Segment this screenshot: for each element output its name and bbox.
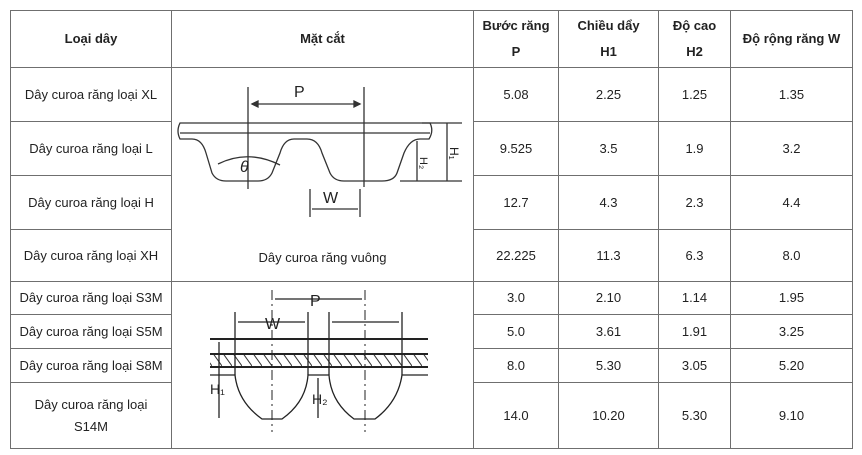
cell-h1: 4.3 xyxy=(558,175,659,230)
row-type: Dây curoa răng loại XH xyxy=(10,229,172,282)
label-p: P xyxy=(310,293,321,310)
row-type: Dây curoa răng loại S5M xyxy=(10,314,172,349)
round-diagram-cell: P W H₁ H₂ xyxy=(171,281,474,449)
table-row: Dây curoa răng loại XH 22.225 11.3 6.3 8… xyxy=(10,229,853,282)
cell-h1: 2.10 xyxy=(558,281,659,315)
trapezoid-belt-diagram: P θ H₂ H₁ W xyxy=(177,84,462,217)
label-h2: H₂ xyxy=(417,157,429,169)
table-row: Dây curoa răng loại L 9.525 3.5 1.9 3.2 xyxy=(10,121,853,176)
row-type: Dây curoa răng loại S14M xyxy=(10,382,172,449)
cell-w: 8.0 xyxy=(730,229,853,282)
header-section: Mặt cắt xyxy=(171,10,474,68)
cell-h2: 1.9 xyxy=(658,121,731,176)
cell-w: 1.95 xyxy=(730,281,853,315)
cell-h1: 5.30 xyxy=(558,348,659,383)
row-type: Dây curoa răng loại XL xyxy=(10,67,172,122)
cell-h2: 3.05 xyxy=(658,348,731,383)
cell-h2: 5.30 xyxy=(658,382,731,449)
table-row: Dây curoa răng loại H 12.7 4.3 2.3 4.4 xyxy=(10,175,853,230)
cell-w: 3.2 xyxy=(730,121,853,176)
cell-p: 5.0 xyxy=(473,314,559,349)
table-row: Dây curoa răng loại S3M P W H₁ H₂ xyxy=(10,281,853,449)
table-row: Dây curoa răng loại S14M 14.0 10.20 5.30… xyxy=(10,382,853,449)
header-pitch-l2: P xyxy=(511,44,521,59)
label-h1: H₁ xyxy=(210,381,225,397)
row-type: Dây curoa răng loại S8M xyxy=(10,348,172,383)
cell-w: 4.4 xyxy=(730,175,853,230)
cell-h2: 1.25 xyxy=(658,67,731,122)
header-h1-l2: H1 xyxy=(600,44,617,59)
cell-p: 9.525 xyxy=(473,121,559,176)
cell-p: 5.08 xyxy=(473,67,559,122)
label-w: W xyxy=(265,316,281,333)
cell-p: 22.225 xyxy=(473,229,559,282)
table-row: Dây curoa răng loại S8M 8.0 5.30 3.05 5.… xyxy=(10,348,853,383)
cell-h1: 10.20 xyxy=(558,382,659,449)
cell-h1: 3.61 xyxy=(558,314,659,349)
table-row: Dây curoa răng loại XL P θ H₂ H₁ W D xyxy=(10,67,853,282)
cell-p: 3.0 xyxy=(473,281,559,315)
cell-h2: 6.3 xyxy=(658,229,731,282)
header-h1-l1: Chiều dẩy xyxy=(577,18,640,33)
cell-h1: 3.5 xyxy=(558,121,659,176)
round-tooth-belt-diagram: P W H₁ H₂ xyxy=(210,290,428,432)
header-width: Độ rộng răng W xyxy=(730,10,853,68)
trapezoid-diagram-cell: P θ H₂ H₁ W Dây curoa răng vuông xyxy=(171,67,474,282)
label-h1: H₁ xyxy=(447,147,461,160)
header-pitch-l1: Bước răng xyxy=(482,18,550,33)
label-h2: H₂ xyxy=(312,391,328,407)
cell-h2: 1.91 xyxy=(658,314,731,349)
cell-w: 1.35 xyxy=(730,67,853,122)
row-type: Dây curoa răng loại L xyxy=(10,121,172,176)
cell-p: 12.7 xyxy=(473,175,559,230)
row-type: Dây curoa răng loại S3M xyxy=(10,281,172,315)
cell-h1: 2.25 xyxy=(558,67,659,122)
row-type: Dây curoa răng loại H xyxy=(10,175,172,230)
cell-h2: 2.3 xyxy=(658,175,731,230)
header-type: Loại dây xyxy=(10,10,172,68)
cell-h2: 1.14 xyxy=(658,281,731,315)
label-theta: θ xyxy=(240,159,249,176)
cell-p: 14.0 xyxy=(473,382,559,449)
diagram-caption: Dây curoa răng vuông xyxy=(258,250,387,265)
cell-h1: 11.3 xyxy=(558,229,659,282)
cell-w: 9.10 xyxy=(730,382,853,449)
header-h2-l2: H2 xyxy=(686,44,703,59)
label-w: W xyxy=(323,190,339,207)
cell-w: 3.25 xyxy=(730,314,853,349)
cell-w: 5.20 xyxy=(730,348,853,383)
cell-p: 8.0 xyxy=(473,348,559,383)
label-p: P xyxy=(294,84,305,101)
header-h2-l1: Độ cao xyxy=(672,18,717,33)
